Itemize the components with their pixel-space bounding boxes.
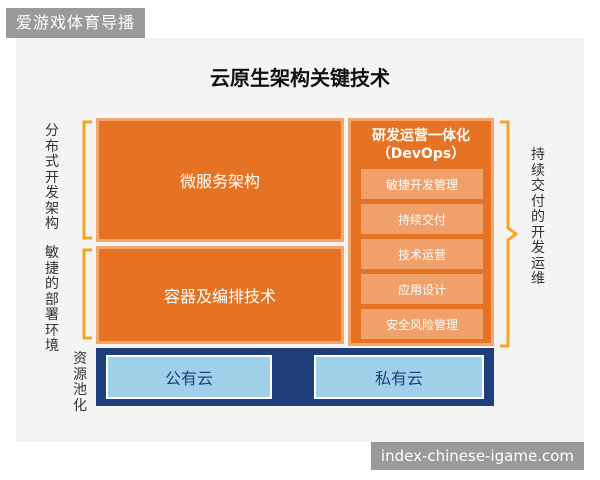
bracket-continuous xyxy=(500,120,519,348)
microservice-label: 微服务架构 xyxy=(179,172,260,191)
devops-item-agile: 敏捷开发管理 xyxy=(361,169,483,199)
container-block: 容器及编排技术 xyxy=(96,246,344,344)
devops-title-line1: 研发运营一体化 xyxy=(372,128,470,144)
bracket-distributed xyxy=(82,120,92,240)
container-label: 容器及编排技术 xyxy=(163,287,276,306)
devops-title-line2: （DevOps） xyxy=(376,146,466,162)
devops-title: 研发运营一体化 （DevOps） xyxy=(351,127,491,163)
microservice-block: 微服务架构 xyxy=(96,118,344,242)
devops-block: 研发运营一体化 （DevOps） 敏捷开发管理 持续交付 技术运营 应用设计 安… xyxy=(348,118,494,346)
side-label-distributed: 分布式开发架构 xyxy=(45,123,59,232)
side-label-resource-pool: 资源池化 xyxy=(73,351,87,414)
side-label-agile-deploy: 敏捷的部署环境 xyxy=(45,245,59,354)
devops-item-security: 安全风险管理 xyxy=(361,309,483,339)
watermark-top-left: 爱游戏体育导播 xyxy=(6,8,146,38)
diagram-title: 云原生架构关键技术 xyxy=(210,66,390,90)
private-cloud-label: 私有云 xyxy=(374,369,423,388)
private-cloud-box: 私有云 xyxy=(314,355,484,399)
side-label-continuous: 持续交付的开发运维 xyxy=(531,147,545,287)
watermark-bottom-right: index-chinese-igame.com xyxy=(370,442,584,470)
public-cloud-box: 公有云 xyxy=(106,355,272,399)
devops-item-delivery: 持续交付 xyxy=(361,204,483,234)
public-cloud-label: 公有云 xyxy=(164,369,213,388)
devops-item-operation: 技术运营 xyxy=(361,239,483,269)
devops-item-design: 应用设计 xyxy=(361,274,483,304)
bracket-agile-deploy xyxy=(82,248,92,340)
